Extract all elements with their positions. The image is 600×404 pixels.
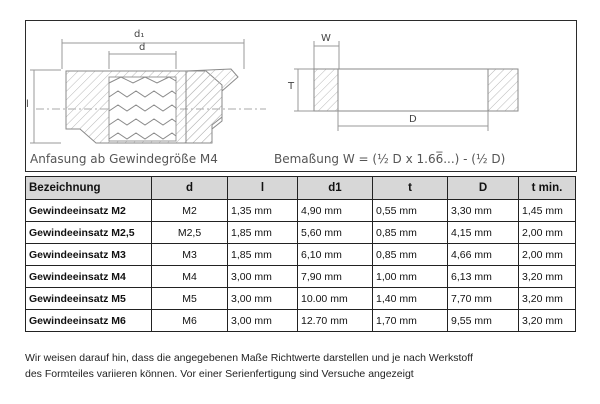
cell-d1: 10.00 mm bbox=[297, 287, 373, 310]
header-d1: d1 bbox=[297, 176, 373, 200]
cell-t: 0,85 mm bbox=[372, 221, 448, 244]
cell-d1: 4,90 mm bbox=[297, 199, 373, 222]
cell-D: 9,55 mm bbox=[447, 309, 519, 332]
cell-d: M4 bbox=[151, 265, 228, 288]
cell-d1: 5,60 mm bbox=[297, 221, 373, 244]
drawing-svg bbox=[30, 39, 519, 144]
table-row: Gewindeeinsatz M2,5 M2,5 1,85 mm 5,60 mm… bbox=[25, 221, 576, 244]
dimension-sketch bbox=[294, 41, 519, 131]
cell-bezeichnung: Gewindeeinsatz M6 bbox=[25, 309, 152, 332]
header-tmin: t min. bbox=[518, 176, 576, 200]
cell-l: 3,00 mm bbox=[227, 309, 298, 332]
table-row: Gewindeeinsatz M6 M6 3,00 mm 12.70 mm 1,… bbox=[25, 309, 576, 332]
header-bezeichnung: Bezeichnung bbox=[25, 176, 152, 200]
cell-d: M5 bbox=[151, 287, 228, 310]
caption-chamfer: Anfasung ab Gewindegröße M4 bbox=[30, 152, 218, 166]
cell-D: 4,15 mm bbox=[447, 221, 519, 244]
header-d: d bbox=[151, 176, 228, 200]
technical-drawing: d₁ d l W T D Anfasung ab Gewindegröße M4… bbox=[25, 20, 577, 172]
cell-tmin: 3,20 mm bbox=[518, 265, 576, 288]
caption-dimensioning: Bemaßung W = (½ D x 1.66̅...) - (½ D) bbox=[274, 152, 506, 166]
insert-cross-section bbox=[30, 39, 266, 144]
cell-d1: 6,10 mm bbox=[297, 243, 373, 266]
footnote-line-1: Wir weisen darauf hin, dass die angegebe… bbox=[25, 352, 473, 364]
cell-tmin: 2,00 mm bbox=[518, 243, 576, 266]
cell-t: 0,55 mm bbox=[372, 199, 448, 222]
cell-D: 7,70 mm bbox=[447, 287, 519, 310]
header-D: D bbox=[447, 176, 519, 200]
cell-tmin: 1,45 mm bbox=[518, 199, 576, 222]
cell-tmin: 3,20 mm bbox=[518, 309, 576, 332]
cell-D: 4,66 mm bbox=[447, 243, 519, 266]
cell-bezeichnung: Gewindeeinsatz M5 bbox=[25, 287, 152, 310]
specs-table: Bezeichnung d l d1 t D t min. Gewindeein… bbox=[25, 176, 576, 332]
cell-bezeichnung: Gewindeeinsatz M2 bbox=[25, 199, 152, 222]
table-row: Gewindeeinsatz M4 M4 3,00 mm 7,90 mm 1,0… bbox=[25, 265, 576, 288]
cell-bezeichnung: Gewindeeinsatz M2,5 bbox=[25, 221, 152, 244]
footnote: Wir weisen darauf hin, dass die angegebe… bbox=[25, 350, 585, 382]
cell-bezeichnung: Gewindeeinsatz M4 bbox=[25, 265, 152, 288]
table-row: Gewindeeinsatz M3 M3 1,85 mm 6,10 mm 0,8… bbox=[25, 243, 576, 266]
cell-l: 3,00 mm bbox=[227, 287, 298, 310]
table-header-row: Bezeichnung d l d1 t D t min. bbox=[25, 176, 576, 200]
cell-d1: 7,90 mm bbox=[297, 265, 373, 288]
cell-d1: 12.70 mm bbox=[297, 309, 373, 332]
cell-d: M2,5 bbox=[151, 221, 228, 244]
cell-d: M6 bbox=[151, 309, 228, 332]
dim-label-d1: d₁ bbox=[134, 29, 145, 40]
dim-label-d: d bbox=[139, 42, 146, 53]
dim-label-l: l bbox=[26, 99, 29, 110]
dim-label-D: D bbox=[409, 114, 417, 125]
table-row: Gewindeeinsatz M5 M5 3,00 mm 10.00 mm 1,… bbox=[25, 287, 576, 310]
cell-t: 0,85 mm bbox=[372, 243, 448, 266]
cell-l: 1,85 mm bbox=[227, 243, 298, 266]
dim-label-w: W bbox=[321, 33, 331, 44]
header-l: l bbox=[227, 176, 298, 200]
cell-D: 6,13 mm bbox=[447, 265, 519, 288]
header-t: t bbox=[372, 176, 448, 200]
cell-d: M3 bbox=[151, 243, 228, 266]
cell-l: 1,85 mm bbox=[227, 221, 298, 244]
cell-tmin: 2,00 mm bbox=[518, 221, 576, 244]
footnote-line-2: des Formteiles variieren können. Vor ein… bbox=[25, 368, 414, 380]
cell-bezeichnung: Gewindeeinsatz M3 bbox=[25, 243, 152, 266]
cell-l: 1,35 mm bbox=[227, 199, 298, 222]
cell-tmin: 3,20 mm bbox=[518, 287, 576, 310]
cell-D: 3,30 mm bbox=[447, 199, 519, 222]
cell-l: 3,00 mm bbox=[227, 265, 298, 288]
cell-t: 1,00 mm bbox=[372, 265, 448, 288]
table-row: Gewindeeinsatz M2 M2 1,35 mm 4,90 mm 0,5… bbox=[25, 199, 576, 222]
dim-label-t: T bbox=[288, 81, 295, 92]
cell-d: M2 bbox=[151, 199, 228, 222]
cell-t: 1,70 mm bbox=[372, 309, 448, 332]
cell-t: 1,40 mm bbox=[372, 287, 448, 310]
